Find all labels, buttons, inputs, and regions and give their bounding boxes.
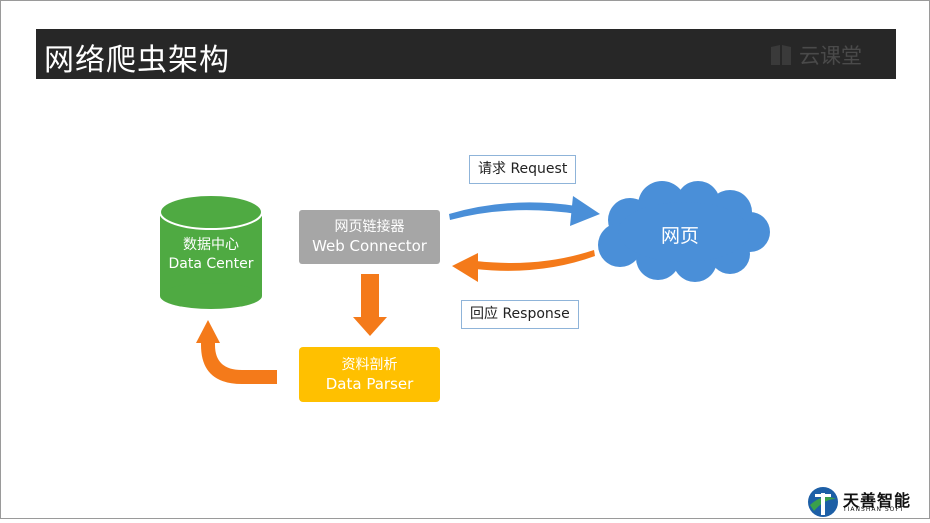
book-icon — [771, 45, 791, 65]
response-arrow — [452, 250, 595, 282]
footer-logo: 天善智能 TIANSHAN SOFT — [806, 485, 926, 519]
data-parser-node: 资料剖析 Data Parser — [299, 347, 440, 402]
brand-logo: 云课堂 — [769, 40, 862, 70]
web-connector-node: 网页链接器 Web Connector — [299, 210, 440, 264]
data-parser-en: Data Parser — [325, 374, 414, 393]
data-center-cn: 数据中心 — [183, 237, 239, 253]
slide-title: 网络爬虫架构 — [44, 43, 230, 78]
tianshan-logo-icon — [808, 487, 838, 517]
web-connector-cn: 网页链接器 — [334, 219, 405, 235]
slide-header: 网络爬虫架构 云课堂 — [36, 29, 896, 79]
response-label: 回应 Response — [461, 300, 579, 329]
return-arrow — [196, 320, 277, 384]
request-arrow — [449, 196, 600, 226]
data-center-en: Data Center — [168, 256, 254, 272]
webpage-label: 网页 — [660, 225, 699, 247]
data-center-label: 数据中心 Data Center — [160, 236, 262, 274]
data-parser-cn: 资料剖析 — [341, 356, 398, 373]
brand-name: 云课堂 — [799, 44, 862, 68]
footer-logo-en: TIANSHAN SOFT — [843, 506, 905, 513]
webpage-cloud — [598, 181, 770, 282]
data-center-cylinder — [159, 194, 263, 309]
request-label: 请求 Request — [469, 155, 577, 184]
down-arrow — [353, 274, 387, 336]
web-connector-en: Web Connector — [312, 237, 427, 255]
footer-logo-cn: 天善智能 — [843, 491, 912, 510]
